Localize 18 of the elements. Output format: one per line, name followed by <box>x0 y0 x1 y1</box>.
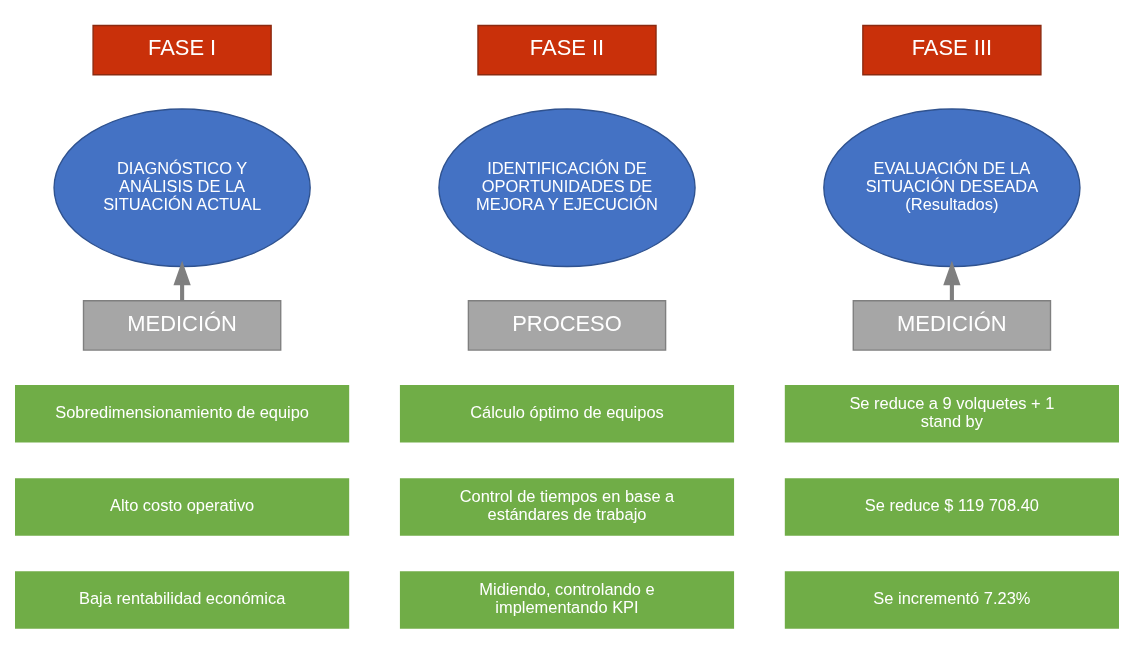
node-ellipse: DIAGNÓSTICO Y ANÁLISIS DE LA SITUACIÓN ACTUAL <box>53 108 311 268</box>
node-box: Control de tiempos en base a estándares de trabajo <box>398 476 736 538</box>
node-box: MEDICIÓN <box>82 300 282 351</box>
node-box: Alto costo operativo <box>13 476 351 538</box>
node-box: FASE I <box>92 24 272 76</box>
node-box: MEDICIÓN <box>852 300 1052 351</box>
node-box: Se reduce a 9 volquetes + 1 stand by <box>783 383 1121 444</box>
node-box: Sobredimensionamiento de equipo <box>13 383 351 444</box>
node-box: FASE II <box>477 24 657 76</box>
node-ellipse: EVALUACIÓN DE LA SITUACIÓN DESEADA (Resultados) <box>823 108 1081 268</box>
node-box: FASE III <box>862 24 1042 76</box>
node-box: Se incrementó 7.23% <box>783 569 1121 631</box>
node-box: Midiendo, controlando e implementando KPI <box>398 569 736 631</box>
node-box: PROCESO <box>467 300 667 351</box>
node-box: Cálculo óptimo de equipos <box>398 383 736 444</box>
node-ellipse: IDENTIFICACIÓN DE OPORTUNIDADES DE MEJORA Y EJECUCIÓN <box>438 108 696 268</box>
node-box: Baja rentabilidad económica <box>13 569 351 631</box>
node-box: Se reduce $ 119 708.40 <box>783 476 1121 538</box>
